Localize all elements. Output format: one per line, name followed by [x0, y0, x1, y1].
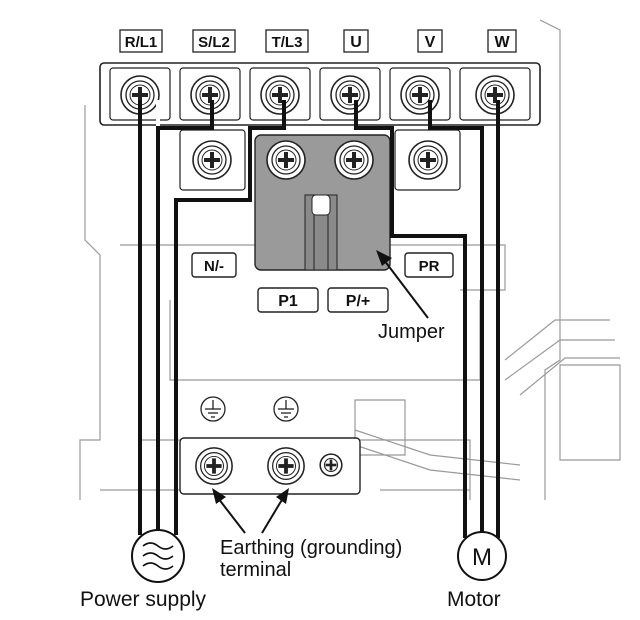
terminal-label-p-plus: P/+ [346, 293, 370, 310]
ground-symbol-left [200, 396, 226, 422]
screw-icon [260, 75, 300, 115]
screw-pr[interactable] [408, 140, 448, 180]
power-wires [138, 100, 286, 535]
terminal-label-u: U [350, 34, 362, 51]
power-supply-label: Power supply [80, 588, 207, 611]
screw-icon [330, 75, 370, 115]
terminal-label-n-minus: N/- [204, 258, 224, 275]
terminal-label-t-l3: T/L3 [272, 34, 303, 51]
terminal-label-w: W [494, 34, 510, 51]
jumper-pointer [376, 250, 429, 319]
motor-icon: M [457, 531, 507, 581]
terminal-label-s-l2: S/L2 [198, 34, 230, 51]
screw-icon [408, 140, 448, 180]
terminal-label-p1: P1 [278, 293, 298, 310]
terminal-label-pr: PR [419, 258, 440, 275]
screw-u[interactable] [330, 75, 370, 115]
earth-screw-right[interactable] [267, 447, 305, 485]
jumper-label: Jumper [378, 321, 445, 343]
earthing-label-line1: Earthing (grounding) [220, 537, 402, 559]
screw-icon [319, 453, 343, 477]
screw-w[interactable] [475, 75, 515, 115]
ac-source-icon [131, 529, 185, 583]
motor-label: Motor [447, 588, 501, 611]
terminal-label-v: V [425, 34, 436, 51]
earth-screw-small[interactable] [319, 453, 343, 477]
earth-screw-left[interactable] [195, 447, 233, 485]
housing-frame [79, 19, 621, 500]
ground-symbol-right [273, 396, 299, 422]
mid-terminal-labels: N/- PR P1 P/+ [191, 252, 454, 313]
screw-p-plus[interactable] [334, 140, 374, 180]
screw-icon [475, 75, 515, 115]
motor-symbol: M [472, 544, 492, 571]
screw-icon [266, 140, 306, 180]
earthing-label-line2: terminal [220, 559, 291, 581]
terminal-labels: R/L1 S/L2 T/L3 U V W [119, 29, 517, 53]
screw-t-l3[interactable] [260, 75, 300, 115]
screw-icon [195, 447, 233, 485]
screw-icon [192, 140, 232, 180]
screw-icon [400, 75, 440, 115]
screw-v[interactable] [400, 75, 440, 115]
terminal-label-r-l1: R/L1 [125, 34, 158, 51]
screw-icon [267, 447, 305, 485]
screw-icon [334, 140, 374, 180]
screw-p1[interactable] [266, 140, 306, 180]
motor-wires [354, 100, 500, 538]
earthing-pointers [212, 488, 289, 534]
screw-n-minus[interactable] [192, 140, 232, 180]
